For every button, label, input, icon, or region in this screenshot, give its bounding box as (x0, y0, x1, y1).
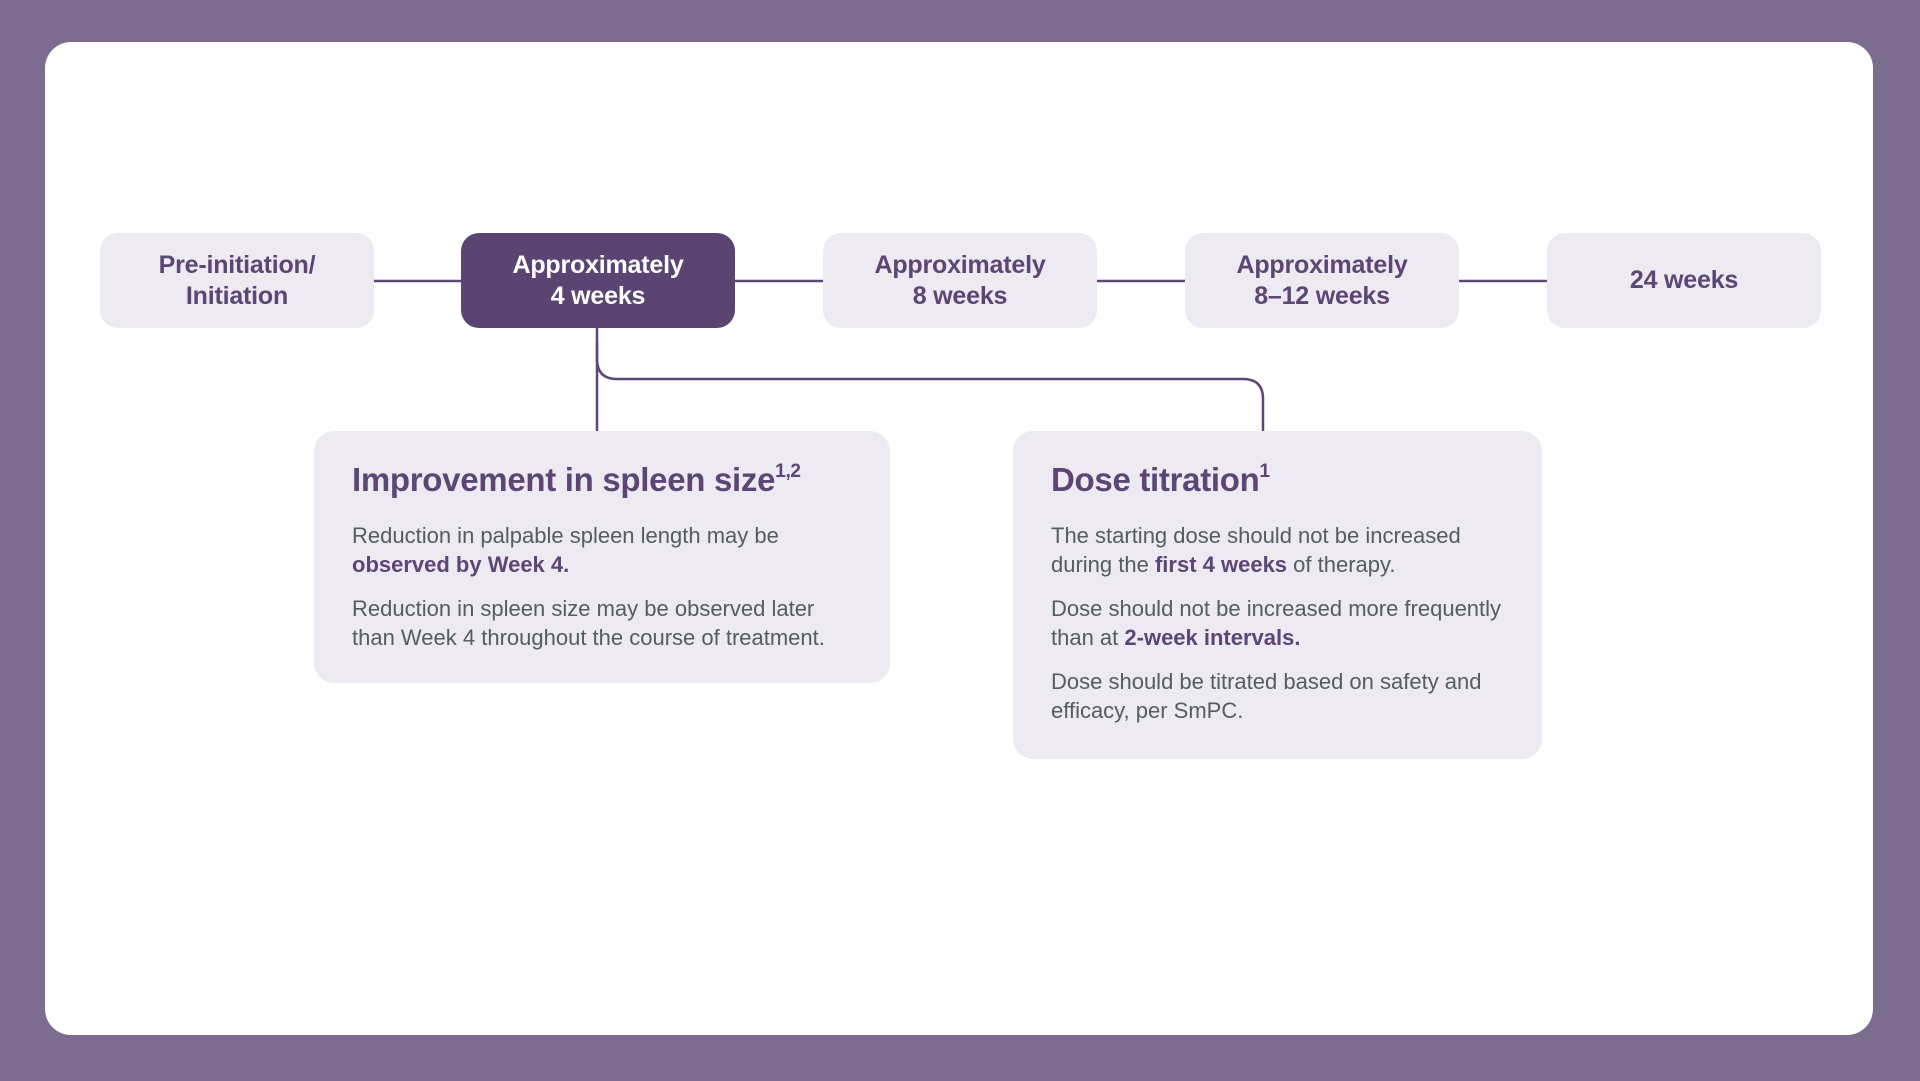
timeline-node-8-weeks: Approximately 8 weeks (823, 233, 1097, 328)
emphasis-text-run: observed by Week 4. (352, 552, 570, 577)
timeline-node-label: Approximately 4 weeks (512, 250, 684, 310)
emphasis-text-run: 2-week intervals. (1124, 625, 1301, 650)
text-run: Reduction in spleen size may be observed… (352, 596, 825, 650)
callout-title-text: Improvement in spleen size (352, 461, 776, 498)
timeline-node-pre-initiation: Pre-initiation/ Initiation (100, 233, 374, 328)
callout-body: The starting dose should not be increase… (1051, 521, 1506, 725)
timeline-node-label: Approximately 8 weeks (874, 250, 1046, 310)
text-run: The starting dose should not be increase… (1051, 523, 1461, 577)
callout-spleen-size: Improvement in spleen size1,2 Reduction … (314, 431, 890, 683)
timeline-node-label: Pre-initiation/ Initiation (158, 250, 316, 310)
timeline-node-8-12-weeks: Approximately 8–12 weeks (1185, 233, 1459, 328)
text-run: of therapy. (1287, 552, 1396, 577)
timeline-node-4-weeks: Approximately 4 weeks (461, 233, 735, 328)
reference-superscript: 1 (1259, 461, 1270, 482)
timeline-node-label: Approximately 8–12 weeks (1236, 250, 1408, 310)
timeline-node-label: 24 weeks (1629, 266, 1739, 294)
callout-paragraph: Dose should be titrated based on safety … (1051, 667, 1506, 725)
text-run: Reduction in palpable spleen length may … (352, 523, 779, 548)
callout-paragraph: Dose should not be increased more freque… (1051, 594, 1506, 652)
callout-title: Dose titration1 (1051, 459, 1506, 501)
emphasis-text-run: first 4 weeks (1154, 552, 1288, 577)
text-run: Dose should not be increased more freque… (1051, 596, 1502, 650)
timeline-node-24-weeks: 24 weeks (1547, 233, 1821, 328)
callout-title-text: Dose titration (1051, 461, 1260, 498)
callout-body: Reduction in palpable spleen length may … (352, 521, 854, 652)
callout-title: Improvement in spleen size1,2 (352, 459, 854, 501)
callout-dose-titration: Dose titration1 The starting dose should… (1013, 431, 1542, 759)
text-run: Dose should be titrated based on safety … (1051, 669, 1482, 723)
reference-superscript: 1,2 (775, 461, 801, 482)
callout-paragraph: The starting dose should not be increase… (1051, 521, 1506, 579)
callout-paragraph: Reduction in spleen size may be observed… (352, 594, 854, 652)
callout-paragraph: Reduction in palpable spleen length may … (352, 521, 854, 579)
